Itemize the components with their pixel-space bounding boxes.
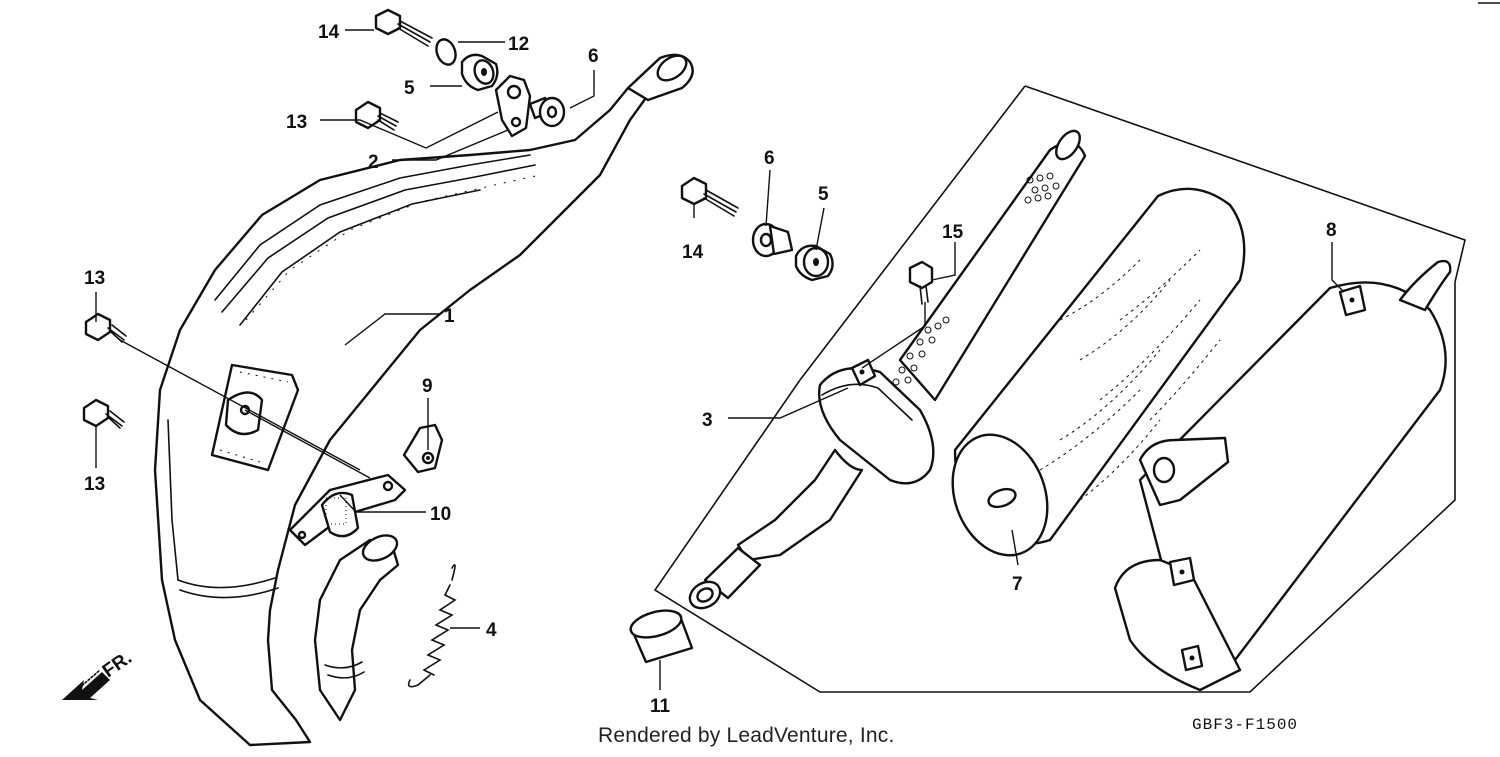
credit-line: Rendered by LeadVenture, Inc. [598, 724, 895, 747]
callout-3: 3 [702, 410, 713, 431]
callout-12: 12 [508, 34, 529, 55]
sleeve-part-11[interactable] [628, 606, 694, 664]
silencer-assembly-outline [653, 85, 1466, 693]
stay-part-2[interactable] [494, 74, 532, 138]
grommet-part-5-top[interactable] [460, 53, 499, 92]
diagram-code: GBF3-F1500 [1192, 716, 1299, 734]
washer-part-12[interactable] [433, 37, 459, 68]
front-direction-arrow: FR. [62, 647, 136, 700]
callout-15: 15 [942, 222, 964, 243]
callout-13c: 13 [84, 474, 105, 495]
grommet-part-5-right[interactable] [794, 244, 834, 282]
bolt-part-13-top[interactable] [354, 100, 399, 131]
callout-13b: 13 [84, 268, 105, 289]
inner-pipe-part-3[interactable] [685, 127, 1087, 614]
callout-labels: 14 12 5 6 13 2 1 13 13 9 10 4 6 5 14 15 … [84, 22, 1337, 717]
bolt-part-14-top[interactable] [374, 8, 433, 47]
callout-11: 11 [650, 696, 671, 717]
callout-10: 10 [430, 504, 451, 525]
callout-7: 7 [1012, 574, 1023, 595]
callout-9: 9 [422, 376, 433, 397]
callout-13a: 13 [286, 112, 307, 133]
bolt-part-13-upper[interactable] [84, 312, 127, 343]
callout-2: 2 [368, 152, 379, 173]
packing-part-7[interactable] [937, 187, 1246, 569]
callout-6b: 6 [764, 148, 775, 169]
callout-5b: 5 [818, 184, 829, 205]
callout-6a: 6 [588, 46, 599, 67]
callout-14b: 14 [682, 242, 704, 263]
spring-part-4[interactable] [407, 564, 457, 688]
muffler-part-8[interactable] [1113, 259, 1452, 692]
screw-part-15[interactable] [908, 260, 934, 305]
bolt-part-14-right[interactable] [680, 176, 739, 217]
callout-1: 1 [444, 306, 455, 327]
bolt-part-13-lower[interactable] [82, 398, 125, 429]
collar-part-6-top[interactable] [528, 96, 566, 128]
clip-part-9[interactable] [402, 423, 444, 474]
callout-14a: 14 [318, 22, 340, 43]
collar-part-6-right[interactable] [751, 222, 794, 258]
leader-lines [95, 29, 1345, 690]
callout-4: 4 [486, 620, 497, 641]
callout-8: 8 [1326, 220, 1337, 241]
expansion-chamber-part-1[interactable] [153, 51, 694, 747]
callout-5a: 5 [404, 78, 415, 99]
